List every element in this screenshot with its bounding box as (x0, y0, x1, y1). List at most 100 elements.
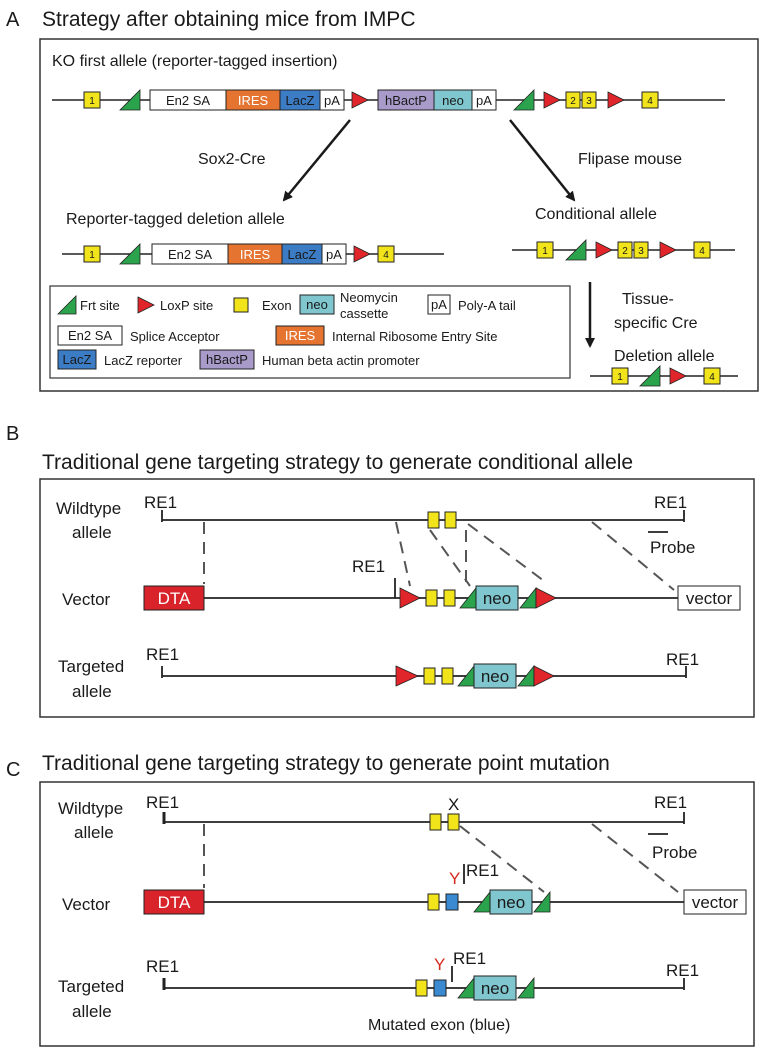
loxp-site-2 (543, 91, 561, 109)
neo-label: neo (481, 667, 509, 686)
panel-c-frame (39, 781, 755, 1047)
exon-4-label: 4 (647, 96, 653, 107)
pa-label: pA (326, 247, 342, 262)
y-mark: Y (449, 869, 460, 888)
homology-dash (429, 529, 471, 587)
legend-pa-box-label: pA (431, 297, 447, 312)
exon (415, 979, 428, 997)
legend-en2-label: Splice Acceptor (130, 329, 220, 344)
vector-box (683, 889, 747, 915)
wt-label-2: allele (74, 823, 114, 842)
conditional-allele: 1 2 3 4 (512, 239, 735, 261)
wt-label-1: Wildtype (56, 499, 121, 518)
legend-lacz-label: LacZ reporter (104, 353, 183, 368)
loxp-site-2 (533, 665, 555, 687)
exon-1 (536, 241, 554, 259)
homology-dash (395, 521, 411, 587)
en2-sa-label: En2 SA (168, 247, 212, 262)
neo-label: neo (481, 979, 509, 998)
legend-pa-icon (427, 294, 451, 315)
loxp-site (353, 245, 371, 263)
lacz-label: LacZ (286, 93, 315, 108)
re1-wt-right: RE1 (654, 493, 687, 512)
pa-box (321, 243, 347, 265)
re1-vector: RE1 (466, 861, 499, 880)
neo-label: neo (442, 93, 464, 108)
panel-c-title: Traditional gene targeting strategy to g… (42, 752, 610, 775)
deletion-label: Deletion allele (614, 348, 715, 365)
re1-targeted-left: RE1 (146, 957, 179, 976)
exon-4-label: 4 (383, 250, 389, 261)
loxp-site (351, 91, 369, 109)
dta-label: DTA (158, 893, 191, 912)
targeted-label-1: Targeted (58, 977, 124, 996)
exon-1 (611, 367, 629, 385)
legend-loxp-icon (137, 296, 155, 314)
loxp-site (669, 367, 687, 385)
exon (423, 667, 436, 685)
en2-sa-label: En2 SA (166, 93, 210, 108)
neo-label: neo (497, 893, 525, 912)
wt-label-1: Wildtype (58, 799, 123, 818)
panel-c-letter: C (6, 759, 20, 781)
pa-box (319, 89, 345, 111)
panel-b: B Traditional gene targeting strategy to… (6, 423, 755, 718)
frt-site-2 (513, 89, 535, 111)
exon-1-label: 1 (542, 246, 548, 257)
legend-en2-box-label: En2 SA (68, 328, 112, 343)
homology-dash (591, 823, 679, 893)
frt-site (119, 243, 141, 265)
exon-4 (377, 245, 395, 263)
frt-site (639, 365, 661, 387)
vector-box-label: vector (686, 589, 733, 608)
neo-box (489, 889, 533, 915)
flipase-label: Flipase mouse (578, 151, 682, 168)
panel-a-letter: A (6, 9, 20, 31)
legend-neo-box-label: neo (306, 297, 328, 312)
exon-3-label: 3 (638, 246, 644, 257)
vector-label: Vector (62, 895, 111, 914)
frt-site (119, 89, 141, 111)
lacz-label: LacZ (288, 247, 317, 262)
legend-ires-icon (275, 325, 325, 346)
re1-wt-left: RE1 (144, 493, 177, 512)
exon (429, 813, 442, 831)
pa-box-2 (471, 89, 497, 111)
frt-site (565, 239, 587, 261)
re1-targeted-right: RE1 (666, 650, 699, 669)
dta-box (143, 585, 205, 611)
exon-3 (581, 91, 597, 109)
loxp-site-2 (535, 587, 557, 609)
probe-label: Probe (652, 843, 697, 862)
legend-pa-label: Poly-A tail (458, 298, 516, 313)
frt-site-2 (517, 976, 535, 999)
exon-4-label: 4 (699, 246, 705, 257)
mutated-exon (445, 893, 459, 911)
re1-targeted-mid: RE1 (453, 949, 486, 968)
panel-a: A Strategy after obtaining mice from IMP… (6, 8, 759, 392)
re1-targeted-right: RE1 (666, 961, 699, 980)
dta-label: DTA (158, 589, 191, 608)
exon-4 (641, 91, 659, 109)
probe-label: Probe (650, 538, 695, 557)
exon (447, 813, 460, 831)
exon-1-label: 1 (617, 372, 623, 383)
ko-first-allele: 1 En2 SA IRES LacZ pA hBactP neo pA 2 3 (52, 89, 725, 111)
legend-en2-icon (57, 325, 123, 346)
reporter-deletion-allele: 1 En2 SA IRES LacZ pA 4 (62, 243, 444, 265)
arrow-to-reporter-deletion (282, 119, 351, 202)
exon-2-label: 2 (622, 246, 628, 257)
exon-1-label: 1 (89, 96, 95, 107)
legend-loxp-label: LoxP site (160, 298, 213, 313)
exon-4-label: 4 (709, 372, 715, 383)
legend-neo-icon (299, 294, 335, 315)
conditional-label: Conditional allele (535, 206, 657, 223)
panel-b-title: Traditional gene targeting strategy to g… (42, 451, 633, 474)
tissue-label-2: specific Cre (614, 315, 698, 332)
loxp-site (595, 241, 613, 259)
pa-label-2: pA (476, 93, 492, 108)
legend-lacz-icon (57, 349, 97, 370)
exon-2-label: 2 (570, 96, 576, 107)
legend-exon-icon (233, 297, 249, 313)
